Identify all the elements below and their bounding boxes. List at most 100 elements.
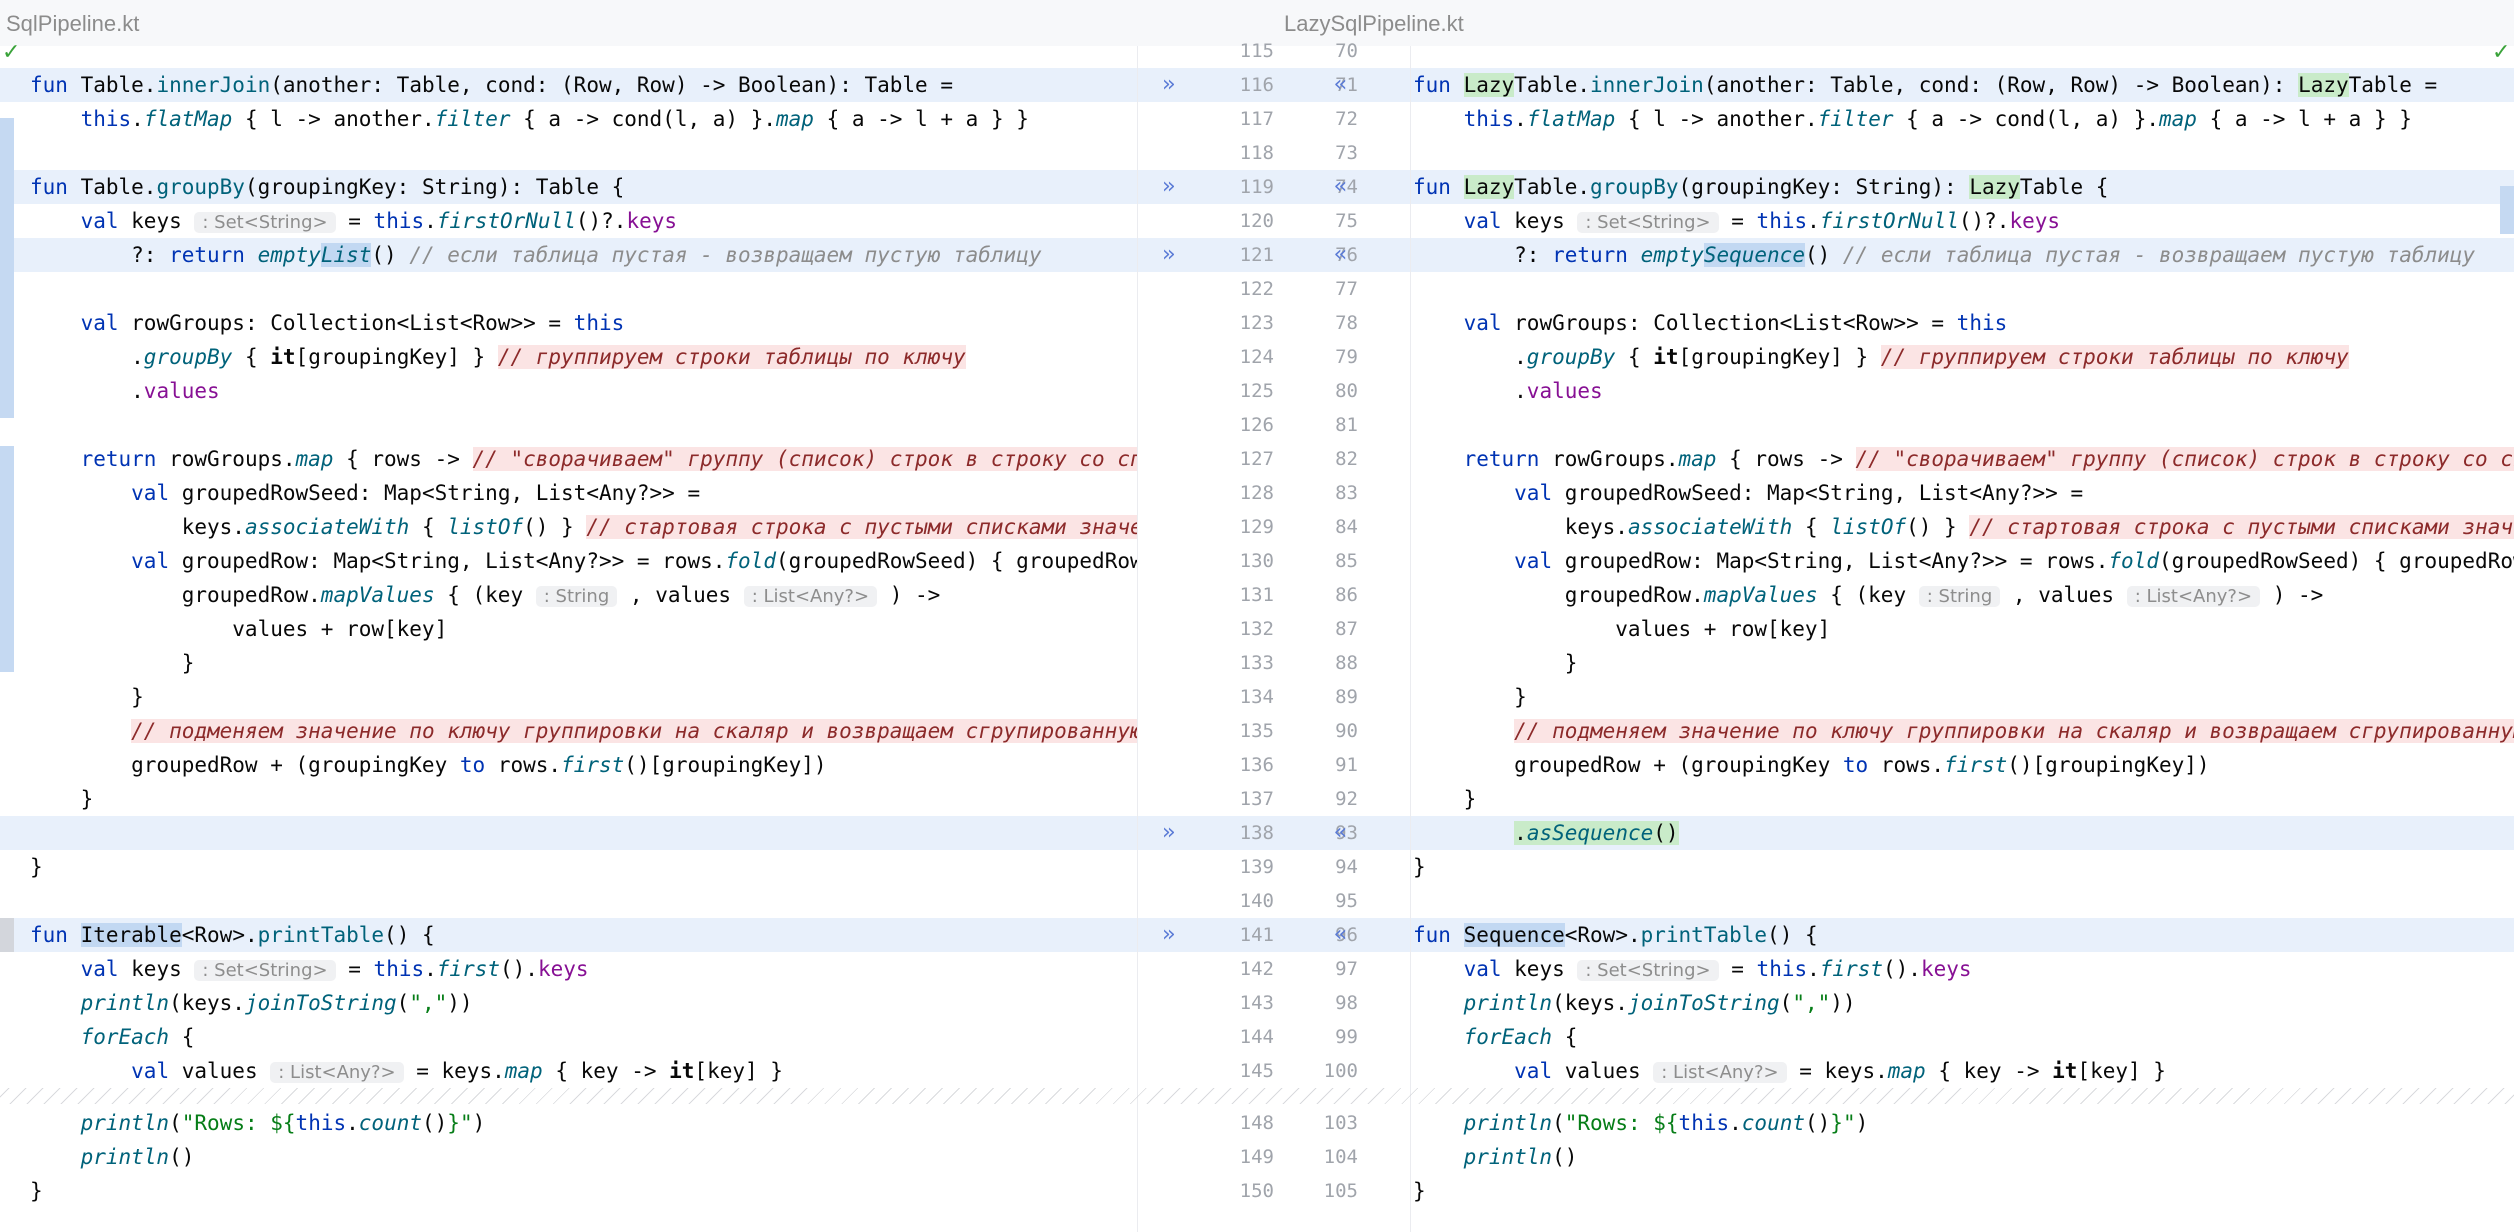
left-line-number: 120: [1239, 210, 1274, 232]
code-line[interactable]: val keys : Set<String> = this.firstOrNul…: [1409, 204, 2514, 238]
change-marker: [2500, 186, 2514, 234]
right-file-title[interactable]: LazySqlPipeline.kt: [1284, 11, 1464, 36]
code-line[interactable]: }: [0, 646, 1137, 680]
code-line[interactable]: val keys : Set<String> = this.first().ke…: [0, 952, 1137, 986]
right-editor-pane[interactable]: fun LazyTable.innerJoin(another: Table, …: [1409, 46, 2514, 1232]
code-line[interactable]: return rowGroups.map { rows -> // "свора…: [0, 442, 1137, 476]
code-line[interactable]: .groupBy { it[groupingKey] } // группиру…: [1409, 340, 2514, 374]
code-line[interactable]: // подменяем значение по ключу группиров…: [1409, 714, 2514, 748]
code-line[interactable]: groupedRow.mapValues { (key : String , v…: [1409, 578, 2514, 612]
code-line[interactable]: [1409, 272, 2514, 306]
code-line[interactable]: println(): [0, 1140, 1137, 1174]
code-line[interactable]: [0, 46, 1137, 68]
code-line[interactable]: fun Table.groupBy(groupingKey: String): …: [0, 170, 1137, 204]
left-line-number: 128: [1239, 482, 1274, 504]
code-line[interactable]: [0, 408, 1137, 442]
code-text: values + row[key]: [30, 617, 448, 641]
left-line-number: 148: [1239, 1112, 1274, 1134]
code-line[interactable]: println(keys.joinToString(",")): [0, 986, 1137, 1020]
code-line[interactable]: val groupedRowSeed: Map<String, List<Any…: [0, 476, 1137, 510]
code-line[interactable]: this.flatMap { l -> another.filter { a -…: [1409, 102, 2514, 136]
code-line[interactable]: keys.associateWith { listOf() } // старт…: [0, 510, 1137, 544]
apply-left-icon[interactable]: »: [1162, 820, 1176, 845]
code-line[interactable]: val groupedRow: Map<String, List<Any?>> …: [0, 544, 1137, 578]
code-line[interactable]: fun Iterable<Row>.printTable() {: [0, 918, 1137, 952]
code-line[interactable]: fun LazyTable.groupBy(groupingKey: Strin…: [1409, 170, 2514, 204]
code-line[interactable]: forEach {: [0, 1020, 1137, 1054]
code-line[interactable]: val values : List<Any?> = keys.map { key…: [0, 1054, 1137, 1088]
apply-right-icon[interactable]: «: [1334, 922, 1348, 947]
apply-right-icon[interactable]: «: [1334, 174, 1348, 199]
code-line[interactable]: [0, 884, 1137, 918]
right-line-number: 89: [1335, 686, 1358, 708]
code-line[interactable]: groupedRow + (groupingKey to rows.first(…: [1409, 748, 2514, 782]
apply-right-icon[interactable]: «: [1334, 242, 1348, 267]
code-line[interactable]: [1409, 136, 2514, 170]
code-line[interactable]: values + row[key]: [0, 612, 1137, 646]
code-line[interactable]: [1409, 408, 2514, 442]
right-line-number: 76: [1335, 244, 1358, 266]
code-line[interactable]: println(): [1409, 1140, 2514, 1174]
code-line[interactable]: keys.associateWith { listOf() } // старт…: [1409, 510, 2514, 544]
left-editor-pane[interactable]: fun Table.innerJoin(another: Table, cond…: [0, 46, 1137, 1232]
apply-left-icon[interactable]: »: [1162, 174, 1176, 199]
code-line[interactable]: fun Sequence<Row>.printTable() {: [1409, 918, 2514, 952]
code-line[interactable]: .asSequence(): [1409, 816, 2514, 850]
code-line[interactable]: val keys : Set<String> = this.firstOrNul…: [0, 204, 1137, 238]
code-line[interactable]: [0, 272, 1137, 306]
code-line[interactable]: [1409, 46, 2514, 68]
left-file-title[interactable]: SqlPipeline.kt: [6, 11, 140, 36]
code-line[interactable]: val rowGroups: Collection<List<Row>> = t…: [0, 306, 1137, 340]
code-line[interactable]: val groupedRow: Map<String, List<Any?>> …: [1409, 544, 2514, 578]
code-line[interactable]: }: [1409, 850, 2514, 884]
code-line[interactable]: values + row[key]: [1409, 612, 2514, 646]
code-text: }: [30, 651, 195, 675]
code-line[interactable]: fun Table.innerJoin(another: Table, cond…: [0, 68, 1137, 102]
right-line-number: 94: [1335, 856, 1358, 878]
code-line[interactable]: [0, 816, 1137, 850]
code-text: val keys : Set<String> = this.first().ke…: [1463, 957, 1972, 981]
code-line[interactable]: println(keys.joinToString(",")): [1409, 986, 2514, 1020]
code-line[interactable]: }: [1409, 1174, 2514, 1208]
right-line-number: 93: [1335, 822, 1358, 844]
code-line[interactable]: fun LazyTable.innerJoin(another: Table, …: [1409, 68, 2514, 102]
code-line[interactable]: forEach {: [1409, 1020, 2514, 1054]
code-line[interactable]: this.flatMap { l -> another.filter { a -…: [0, 102, 1137, 136]
code-line[interactable]: }: [0, 1174, 1137, 1208]
code-line[interactable]: [1409, 884, 2514, 918]
apply-left-icon[interactable]: »: [1162, 922, 1176, 947]
code-text: .groupBy { it[groupingKey] } // группиру…: [30, 345, 966, 369]
right-line-number: 100: [1323, 1060, 1358, 1082]
code-line[interactable]: println("Rows: ${this.count()}"): [1409, 1106, 2514, 1140]
code-line[interactable]: val keys : Set<String> = this.first().ke…: [1409, 952, 2514, 986]
code-line[interactable]: return rowGroups.map { rows -> // "свора…: [1409, 442, 2514, 476]
code-line[interactable]: }: [1409, 646, 2514, 680]
code-line[interactable]: val values : List<Any?> = keys.map { key…: [1409, 1054, 2514, 1088]
code-line[interactable]: }: [0, 680, 1137, 714]
code-line[interactable]: groupedRow + (groupingKey to rows.first(…: [0, 748, 1137, 782]
code-line[interactable]: println("Rows: ${this.count()}"): [0, 1106, 1137, 1140]
code-line[interactable]: val rowGroups: Collection<List<Row>> = t…: [1409, 306, 2514, 340]
code-line[interactable]: }: [1409, 680, 2514, 714]
code-text: return rowGroups.map { rows -> // "свора…: [30, 442, 1137, 476]
collapsed-region-separator[interactable]: [0, 1088, 2514, 1104]
left-line-number: 134: [1239, 686, 1274, 708]
code-line[interactable]: val groupedRowSeed: Map<String, List<Any…: [1409, 476, 2514, 510]
apply-left-icon[interactable]: »: [1162, 242, 1176, 267]
code-line[interactable]: }: [0, 782, 1137, 816]
code-line[interactable]: .values: [1409, 374, 2514, 408]
apply-right-icon[interactable]: «: [1334, 820, 1348, 845]
code-line[interactable]: groupedRow.mapValues { (key : String , v…: [0, 578, 1137, 612]
code-line[interactable]: .values: [0, 374, 1137, 408]
code-line[interactable]: [0, 136, 1137, 170]
code-line[interactable]: }: [1409, 782, 2514, 816]
code-line[interactable]: }: [0, 850, 1137, 884]
apply-right-icon[interactable]: «: [1334, 72, 1348, 97]
code-line[interactable]: .groupBy { it[groupingKey] } // группиру…: [0, 340, 1137, 374]
code-line[interactable]: // подменяем значение по ключу группиров…: [0, 714, 1137, 748]
code-line[interactable]: ?: return emptyList() // если таблица пу…: [0, 238, 1137, 272]
code-line[interactable]: ?: return emptySequence() // если таблиц…: [1409, 238, 2514, 272]
apply-left-icon[interactable]: »: [1162, 72, 1176, 97]
